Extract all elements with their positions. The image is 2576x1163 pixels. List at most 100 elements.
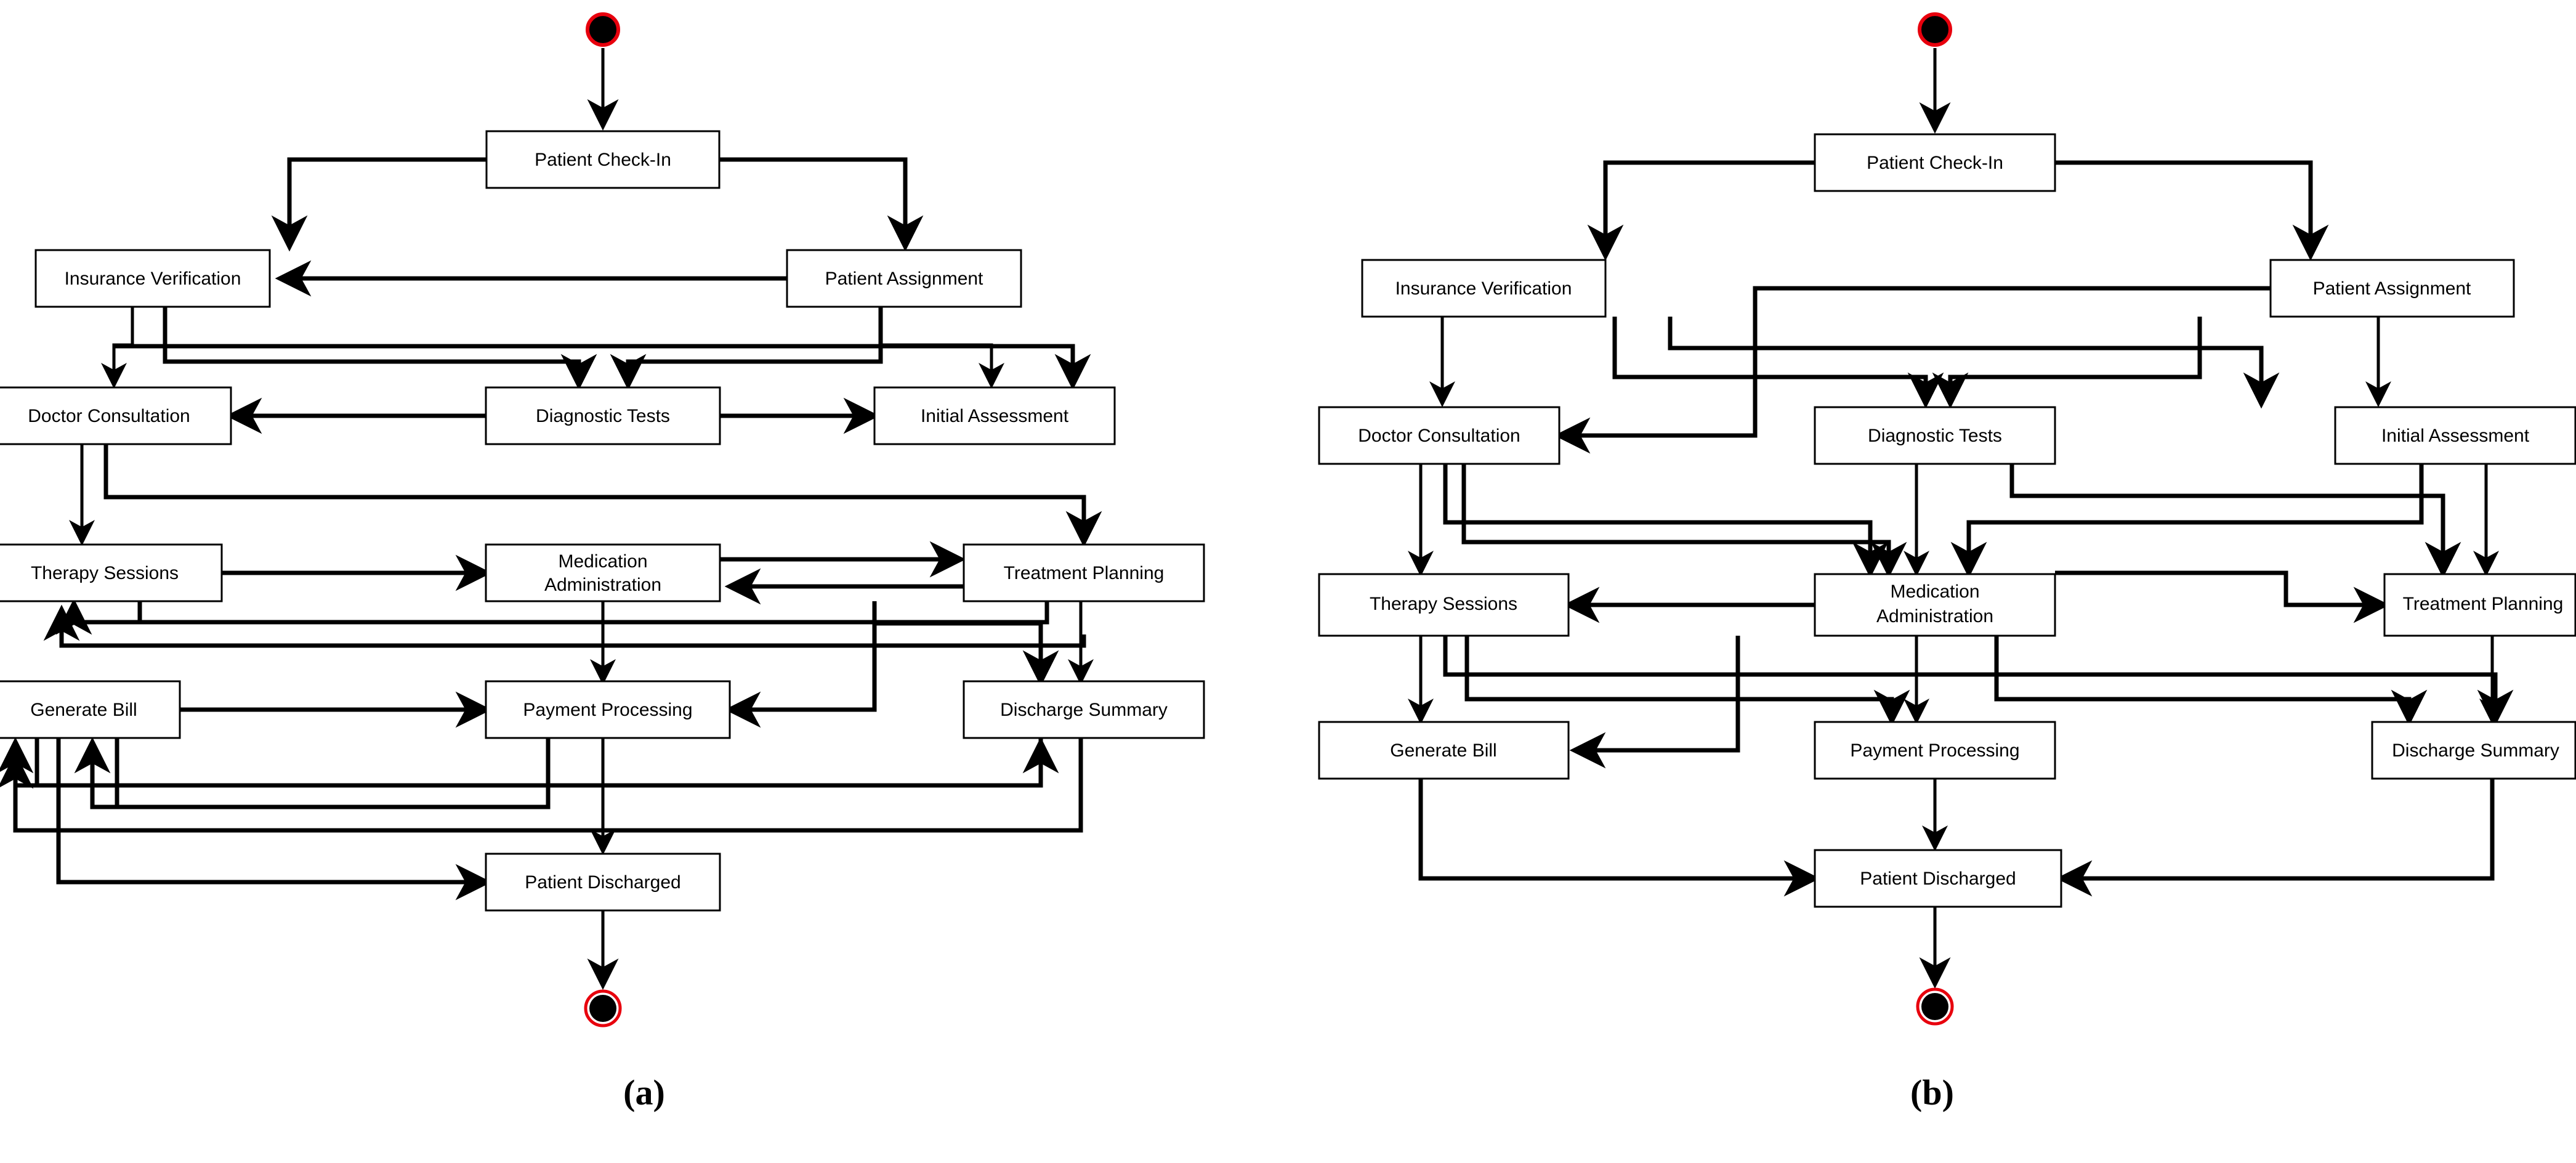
edge-bottom-bus-1 [34, 738, 1043, 788]
node-layer-b: Patient Check-In Insurance Verification … [1318, 12, 2576, 1026]
edge-assignment-to-doctor [1554, 286, 2271, 454]
node-label: Medication [1890, 582, 1979, 602]
edge-diagnostic-to-treatment [2009, 464, 2461, 578]
node-label: Payment Processing [523, 700, 692, 720]
panel-caption-b: (b) [1910, 1072, 1954, 1112]
node-label: Administration [544, 575, 661, 595]
activity-node-medication-administration[interactable]: Medication Administration [485, 543, 721, 602]
activity-node-patient-check-in[interactable]: Patient Check-In [1814, 133, 2056, 192]
edge-discharge-summary-to-bill [0, 738, 1083, 833]
activity-node-doctor-consultation[interactable]: Doctor Consultation [0, 386, 232, 445]
activity-node-diagnostic-tests[interactable]: Diagnostic Tests [485, 386, 721, 445]
node-label: Generate Bill [30, 700, 137, 720]
edge-bottom-bus-to-bill-2 [74, 737, 117, 809]
edge-bottom-bus-2 [115, 738, 551, 809]
edge-bill-to-discharged [1418, 779, 1820, 897]
node-label: Patient Discharged [525, 872, 680, 893]
edge-insurance-bus-to-initial [1668, 317, 2280, 409]
edge-medication-to-bill [1569, 636, 1740, 769]
edge-doctor-to-treatment [103, 444, 1102, 548]
edge-check-in-to-assignment [719, 157, 924, 252]
activity-node-patient-check-in[interactable]: Patient Check-In [485, 130, 721, 189]
node-label: Therapy Sessions [31, 563, 179, 583]
node-label: Doctor Consultation [28, 406, 190, 426]
activity-node-payment-processing[interactable]: Payment Processing [1814, 721, 2056, 780]
node-layer-a: Patient Check-In Insurance Verification … [0, 12, 1205, 1027]
node-label: Patient Check-In [1867, 153, 2003, 173]
activity-node-doctor-consultation[interactable]: Doctor Consultation [1318, 406, 1561, 465]
node-label: Generate Bill [1390, 740, 1496, 761]
edge-bottom-bus-to-bill [0, 737, 37, 788]
edge-bus-to-discharge-summary-2 [1994, 636, 2428, 726]
edge-assignment-to-diagnostic [610, 307, 883, 391]
activity-node-treatment-planning[interactable]: Treatment Planning [963, 543, 1205, 602]
node-label: Medication [558, 551, 647, 572]
node-label: Therapy Sessions [1370, 594, 1517, 614]
activity-node-treatment-planning[interactable]: Treatment Planning [2383, 573, 2576, 637]
activity-node-initial-assessment[interactable]: Initial Assessment [873, 386, 1116, 445]
panel-a-svg: Patient Check-In Insurance Verification … [0, 12, 1205, 1027]
edge-layer-b [1408, 48, 2514, 989]
node-label: Insurance Verification [65, 269, 241, 289]
node-label: Treatment Planning [1004, 563, 1165, 583]
activity-node-discharge-summary[interactable]: Discharge Summary [2371, 721, 2576, 780]
node-label: Patient Assignment [2313, 278, 2471, 299]
edge-check-in-to-assignment [2055, 160, 2329, 261]
activity-node-payment-processing[interactable]: Payment Processing [485, 680, 731, 739]
activity-node-therapy-sessions[interactable]: Therapy Sessions [0, 543, 223, 602]
edge-insurance-to-diagnostic [163, 307, 597, 391]
activity-node-patient-discharged[interactable]: Patient Discharged [485, 853, 721, 912]
activity-diagram-panel-a: Patient Check-In Insurance Verification … [0, 12, 1205, 1027]
final-node-a [589, 995, 616, 1022]
activity-node-insurance-verification[interactable]: Insurance Verification [1361, 259, 1607, 318]
edge-bus-to-payment [1464, 636, 1910, 726]
edge-check-in-to-insurance [271, 157, 487, 252]
edge-bill-to-discharged [56, 738, 492, 901]
edge-treatment-to-payment [724, 601, 877, 728]
edge-loop-back-1 [137, 601, 1049, 625]
activity-node-diagnostic-tests[interactable]: Diagnostic Tests [1814, 406, 2056, 465]
final-node-ring-a [584, 989, 622, 1027]
edge-medication-to-treatment [2055, 570, 2390, 623]
final-node-b [1921, 993, 1948, 1020]
activity-node-patient-assignment[interactable]: Patient Assignment [2269, 259, 2515, 318]
activity-node-generate-bill[interactable]: Generate Bill [0, 680, 181, 739]
initial-node-ring-a [586, 12, 620, 47]
node-label: Administration [1876, 606, 1993, 626]
node-label: Patient Assignment [825, 269, 983, 289]
edge-to-discharge-summary-2 [872, 601, 1059, 687]
initial-node-a [589, 15, 617, 44]
edge-insurance-to-diagnostic [1612, 317, 1944, 409]
activity-node-patient-assignment[interactable]: Patient Assignment [786, 249, 1022, 308]
activity-diagram-panel-b: Patient Check-In Insurance Verification … [1288, 0, 2576, 1163]
panel-caption-a: (a) [623, 1072, 665, 1112]
edge-bus-row1-to-initial [114, 344, 1091, 391]
edge-loop-back-to-therapy-2 [43, 604, 1086, 648]
edge-discharge-summary-to-discharged [2056, 779, 2495, 897]
edge-check-in-to-insurance [1587, 160, 1815, 261]
node-label: Diagnostic Tests [1868, 426, 2002, 446]
activity-node-insurance-verification[interactable]: Insurance Verification [34, 249, 271, 308]
edge-doctor-to-medication [1443, 464, 1889, 578]
final-node-ring-b [1916, 987, 1954, 1026]
edge-initial-to-medication [1950, 464, 2424, 578]
activity-node-patient-discharged[interactable]: Patient Discharged [1814, 849, 2062, 908]
node-label: Initial Assessment [921, 406, 1069, 426]
activity-node-initial-assessment[interactable]: Initial Assessment [2334, 406, 2576, 465]
node-label: Patient Discharged [1860, 869, 2016, 889]
node-label: Treatment Planning [2403, 594, 2564, 614]
node-label: Discharge Summary [2392, 740, 2559, 761]
activity-node-discharge-summary[interactable]: Discharge Summary [963, 680, 1205, 739]
panel-b-svg: Patient Check-In Insurance Verification … [1318, 12, 2576, 1026]
node-label: Payment Processing [1850, 740, 2019, 761]
edge-assignment-to-diagnostic [1932, 317, 2202, 409]
node-label: Discharge Summary [1000, 700, 1168, 720]
node-label: Doctor Consultation [1358, 426, 1520, 446]
edge-layer-a [0, 48, 1102, 990]
node-label: Patient Check-In [535, 150, 671, 170]
initial-node-ring-b [1918, 12, 1952, 47]
activity-node-therapy-sessions[interactable]: Therapy Sessions [1318, 573, 1570, 637]
activity-node-generate-bill[interactable]: Generate Bill [1318, 721, 1570, 780]
activity-node-medication-administration[interactable]: Medication Administration [1814, 573, 2056, 637]
